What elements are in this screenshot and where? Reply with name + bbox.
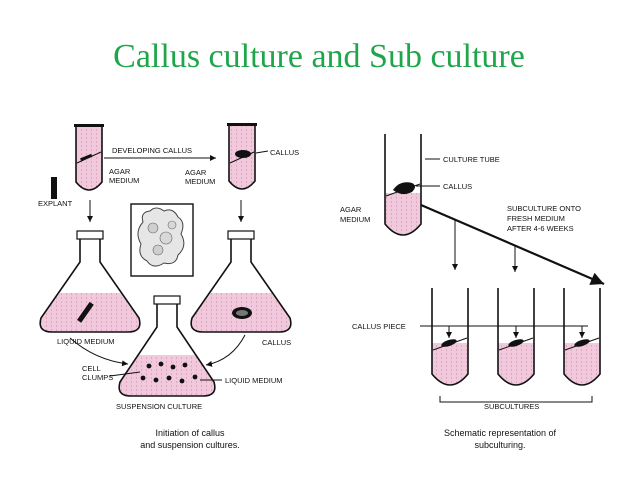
label-callus-piece: CALLUS PIECE bbox=[352, 322, 406, 331]
label-callus-right: CALLUS bbox=[262, 338, 291, 347]
label-liquid-medium-bottom: LIQUID MEDIUM bbox=[225, 376, 283, 385]
flask-left bbox=[39, 230, 141, 333]
label-callus: CALLUS bbox=[443, 182, 472, 191]
callus-image bbox=[130, 203, 194, 277]
test-tube-explant bbox=[74, 124, 104, 191]
flask-right bbox=[190, 230, 292, 333]
test-tube-callus bbox=[227, 123, 257, 190]
subculture-tube-2 bbox=[497, 288, 535, 386]
label-explant: EXPLANT bbox=[38, 199, 73, 208]
subculture-tube-3 bbox=[563, 288, 601, 386]
subculture-line bbox=[420, 203, 605, 286]
subculture-tube-1 bbox=[431, 288, 469, 386]
arrow-to-suspension-left bbox=[69, 337, 129, 367]
label-liquid-medium-left: LIQUID MEDIUM bbox=[57, 337, 115, 346]
label-developing-callus: DEVELOPING CALLUS bbox=[112, 146, 192, 155]
explant-piece bbox=[51, 177, 57, 199]
arrow-to-suspension-right bbox=[205, 334, 246, 367]
label-subcultures: SUBCULTURES bbox=[484, 402, 539, 411]
label-culture-tube: CULTURE TUBE bbox=[443, 155, 500, 164]
slide-title: Callus culture and Sub culture bbox=[113, 38, 525, 75]
culture-tube-main bbox=[384, 134, 422, 236]
label-callus-top: CALLUS bbox=[270, 148, 299, 157]
label-suspension-culture: SUSPENSION CULTURE bbox=[116, 402, 202, 411]
subcultures-bracket bbox=[439, 396, 593, 403]
flask-suspension bbox=[118, 295, 216, 397]
